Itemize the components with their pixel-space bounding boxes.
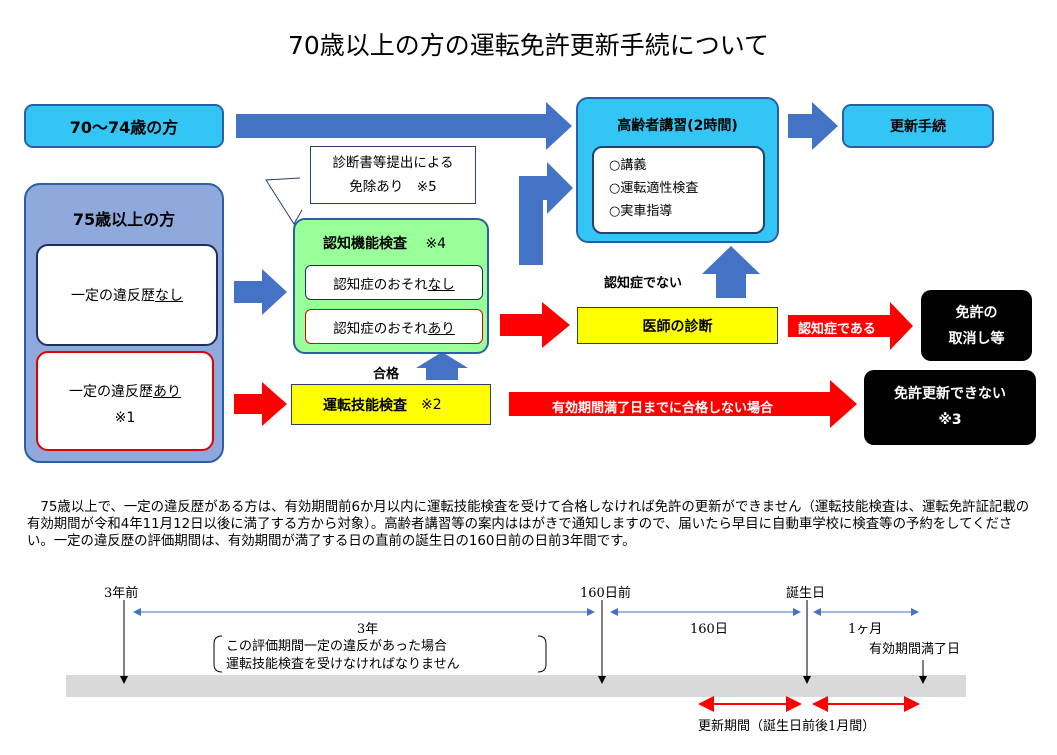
span-160days-label: 160日: [690, 622, 728, 637]
group-70-74-box: 70〜74歳の方: [24, 104, 224, 148]
cognitive-test-box: 認知機能検査 ※4 認知症のおそれなし 認知症のおそれあり: [293, 218, 489, 354]
skill-test-note: ※2: [421, 396, 442, 413]
group-75-title: 75歳以上の方: [72, 210, 176, 229]
eval-line1: この評価期間一定の違反があった場合: [226, 639, 448, 654]
fail-label: 有効期間満了日までに合格しない場合: [552, 401, 774, 416]
group-75-box: 75歳以上の方 一定の違反歴なし 一定の違反歴あり ※1: [24, 183, 224, 463]
label-3years-before: 3年前: [104, 586, 139, 601]
arrow-no-violation-to-cognitive: [234, 269, 287, 315]
exemption-line2: 免除あり ※5: [349, 179, 437, 195]
arrow-skill-to-cannot-renew: [509, 380, 857, 428]
cognitive-test-note: ※4: [425, 236, 447, 252]
lecture-item: ○運転適性検査: [609, 181, 699, 196]
group-70-74-label: 70〜74歳の方: [69, 118, 179, 137]
revocation-line2: 取消し等: [948, 331, 1005, 347]
cannot-renew-box: 免許更新できない ※3: [864, 370, 1036, 445]
cognitive-test-title: 認知機能検査: [323, 236, 407, 252]
timeline-bar: [66, 675, 966, 697]
revocation-box: 免許の 取消し等: [921, 290, 1032, 361]
no-violation-emph: なし: [155, 288, 183, 304]
result-yes-emph: あり: [427, 320, 455, 337]
arrow-doctor-to-lecture: [702, 246, 760, 298]
eval-bracket-left: [213, 635, 223, 673]
cannot-renew-line2: ※3: [938, 412, 962, 428]
result-yes-prefix: 認知症のおそれ: [333, 320, 428, 337]
is-dementia-label: 認知症である: [798, 322, 876, 337]
doctor-label: 医師の診断: [642, 318, 713, 335]
renewal-box: 更新手続: [842, 104, 994, 148]
result-none-prefix: 認知症のおそれ: [333, 276, 428, 293]
renewal-label: 更新手続: [890, 119, 946, 135]
lecture-item: ○講義: [609, 158, 647, 173]
eval-line2: 運転技能検査を受けなければなりません: [226, 657, 460, 672]
not-dementia-label: 認知症でない: [604, 276, 683, 291]
span-1month-label: 1ヶ月: [848, 622, 883, 637]
arrow-dementia-risk-to-doctor: [500, 302, 570, 348]
callout-pointer: [265, 177, 303, 225]
cognitive-result-yes: 認知症のおそれあり: [305, 309, 483, 344]
arrow-cognitive-to-lecture: [499, 162, 573, 265]
arrow-violation-to-skill: [234, 382, 287, 426]
expiry-label: 有効期間満了日: [869, 642, 961, 657]
violation-box: 一定の違反歴あり ※1: [36, 351, 214, 451]
explanation-text: 75歳以上で、一定の違反歴がある方は、有効期間前6か月以内に運転技能検査を受けて…: [27, 500, 1030, 549]
page-title: 70歳以上の方の運転免許更新手続について: [287, 31, 770, 60]
label-160-before: 160日前: [580, 586, 631, 601]
eval-period-note: この評価期間一定の違反があった場合 運転技能検査を受けなければなりません: [226, 638, 460, 674]
lecture-item: ○実車指導: [609, 204, 673, 219]
renewal-period-label: 更新期間（誕生日前後1月間）: [698, 719, 876, 734]
no-violation-prefix: 一定の違反歴: [71, 288, 155, 304]
violation-note: ※1: [114, 410, 136, 426]
skill-test-title: 運転技能検査: [323, 397, 407, 414]
cannot-renew-line1: 免許更新できない: [894, 386, 1006, 402]
violation-prefix: 一定の違反歴: [69, 384, 153, 400]
span-3years-label: 3年: [357, 622, 379, 637]
arrow-pass-up: [416, 352, 468, 380]
no-violation-box: 一定の違反歴なし: [36, 244, 218, 346]
lecture-box: 高齢者講習(2時間) ○講義 ○運転適性検査 ○実車指導: [576, 97, 779, 243]
revocation-line1: 免許の: [955, 305, 998, 321]
eval-bracket-right: [537, 635, 547, 673]
exemption-line1: 診断書等提出による: [332, 155, 454, 171]
label-birthday: 誕生日: [786, 586, 826, 601]
lecture-title: 高齢者講習(2時間): [617, 118, 738, 134]
skill-test-box: 運転技能検査 ※2: [291, 384, 491, 425]
arrow-doctor-to-revocation: [788, 302, 913, 350]
result-none-emph: なし: [427, 276, 455, 293]
pass-label: 合格: [373, 367, 400, 382]
exemption-callout: 診断書等提出による 免除あり ※5: [310, 146, 476, 204]
doctor-box: 医師の診断: [577, 307, 778, 344]
arrow-lecture-to-renewal: [788, 102, 838, 150]
arrow-70-74-to-lecture: [236, 102, 572, 150]
violation-emph: あり: [153, 384, 181, 400]
lecture-items: ○講義 ○運転適性検査 ○実車指導: [592, 146, 765, 234]
cognitive-result-none: 認知症のおそれなし: [305, 265, 483, 300]
